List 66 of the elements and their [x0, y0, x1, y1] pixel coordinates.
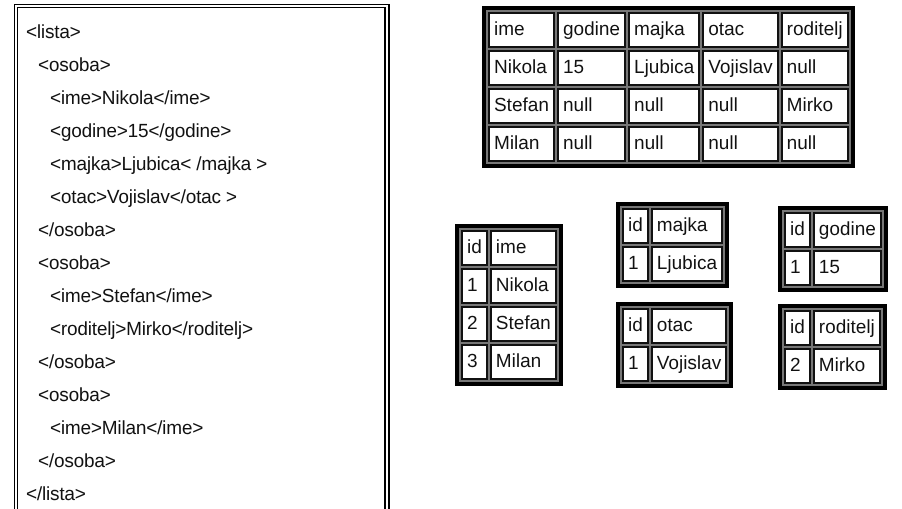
code-line: <ime>Stefan</ime> [49, 285, 214, 309]
table-cell: 15 [812, 250, 882, 286]
data-table [616, 202, 730, 288]
table-cell: otac [702, 12, 779, 48]
table-cell: 2 [461, 306, 488, 342]
code-line: </osoba> [37, 450, 117, 474]
code-line: <godine>15</godine> [49, 120, 232, 144]
table-cell: majka [628, 12, 700, 48]
table-cell: Mirko [780, 88, 849, 124]
table-cell: Stefan [490, 306, 557, 342]
table-cell: Nikola [490, 268, 557, 304]
table-cell: 1 [622, 246, 649, 282]
table-cell: roditelj [780, 12, 849, 48]
table-cell: majka [650, 208, 724, 244]
data-table [482, 6, 855, 168]
table-cell: id [461, 230, 488, 266]
code-line: </osoba> [37, 351, 117, 375]
code-panel [14, 4, 390, 509]
table-cell: id [784, 212, 811, 248]
table-cell: Stefan [488, 88, 555, 124]
table-cell: ime [488, 12, 555, 48]
data-table [616, 302, 734, 388]
table-cell: ime [490, 230, 557, 266]
table-cell: null [780, 50, 849, 86]
table-cell: Mirko [812, 348, 881, 384]
table-cell: 2 [784, 348, 811, 384]
table-cell: Ljubica [650, 246, 724, 282]
data-table [778, 206, 888, 292]
table-cell: 1 [461, 268, 488, 304]
table-cell: Milan [490, 344, 557, 380]
table-cell: null [702, 126, 779, 162]
data-table [455, 224, 563, 386]
table-cell: null [780, 126, 849, 162]
code-line: <ime>Nikola</ime> [49, 87, 212, 111]
table-cell: Milan [488, 126, 555, 162]
table-cell: godine [812, 212, 882, 248]
table-cell: godine [556, 12, 626, 48]
code-line: <roditelj>Mirko</roditelj> [49, 318, 254, 342]
table-cell: otac [650, 308, 728, 344]
code-line: <otac>Vojislav</otac > [49, 186, 238, 210]
code-line: <lista> [26, 21, 82, 45]
table-cell: 1 [784, 250, 811, 286]
code-line: <osoba> [37, 384, 112, 408]
table-cell: Nikola [488, 50, 555, 86]
code-line: </osoba> [37, 219, 117, 243]
table-cell: Vojislav [702, 50, 779, 86]
code-line: </lista> [26, 483, 87, 507]
code-line: <osoba> [37, 54, 112, 78]
table-cell: id [622, 308, 649, 344]
table-cell: 1 [622, 346, 649, 382]
table-cell: null [556, 126, 626, 162]
table-cell: null [702, 88, 779, 124]
table-cell: 15 [556, 50, 626, 86]
table-cell: Ljubica [628, 50, 700, 86]
table-cell: null [628, 88, 700, 124]
table-cell: roditelj [812, 310, 881, 346]
table-cell: 3 [461, 344, 488, 380]
code-line: <ime>Milan</ime> [49, 417, 204, 441]
table-cell: null [556, 88, 626, 124]
data-table [778, 304, 887, 390]
code-line: <osoba> [37, 252, 112, 276]
table-cell: Vojislav [650, 346, 728, 382]
table-cell: id [622, 208, 649, 244]
table-cell: null [628, 126, 700, 162]
code-line: <majka>Ljubica< /majka > [49, 153, 268, 177]
table-cell: id [784, 310, 811, 346]
